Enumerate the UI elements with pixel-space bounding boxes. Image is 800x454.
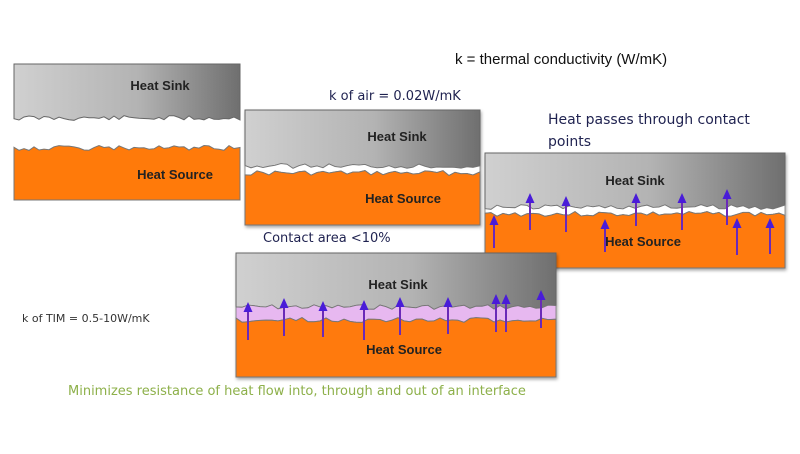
contact-area-annotation: Contact area <10%: [263, 231, 391, 246]
heat-flow-arrow: [561, 196, 571, 232]
heat-flow-arrow: [359, 300, 369, 340]
heat-source-label: Heat Source: [366, 342, 442, 357]
heat-flow-arrow: [765, 218, 775, 254]
heat-flow-arrow: [722, 189, 732, 225]
heat-flow-arrow: [279, 298, 289, 336]
contact-points-annotation: Heat passes through contact points: [548, 112, 750, 150]
heat-sink-label: Heat Sink: [367, 129, 427, 144]
heat-flow-arrow: [732, 218, 742, 255]
panel-tim: Heat Sink Heat Source: [235, 252, 557, 378]
heat-source-label: Heat Source: [365, 191, 441, 206]
heat-source-block: [484, 211, 786, 269]
tim-conductivity-label: k of TIM = 0.5-10W/mK: [22, 312, 150, 325]
heat-sink-label: Heat Sink: [605, 173, 665, 188]
panel-separated: Heat Sink Heat Source: [13, 63, 241, 201]
heat-flow-arrow: [600, 219, 610, 252]
panel-contact: Heat Sink Heat Source: [244, 109, 481, 226]
heat-source-block: [244, 170, 481, 226]
heat-flow-arrow: [443, 297, 453, 334]
heat-flow-arrow: [536, 290, 546, 328]
heat-flow-arrow: [501, 294, 511, 332]
heat-source-label: Heat Source: [137, 167, 213, 182]
heat-sink-label: Heat Sink: [368, 277, 428, 292]
heat-source-block: [235, 317, 557, 378]
heat-flow-arrow: [491, 294, 501, 332]
heat-source-label: Heat Source: [605, 234, 681, 249]
heat-sink-label: Heat Sink: [130, 78, 190, 93]
heat-flow-arrow: [489, 215, 499, 248]
heat-sink-block: [13, 63, 241, 121]
heat-source-block: [13, 144, 241, 201]
thermal-conductivity-definition: k = thermal conductivity (W/mK): [455, 51, 668, 68]
air-conductivity-label: k of air = 0.02W/mK: [329, 89, 461, 104]
diagram-caption: Minimizes resistance of heat flow into, …: [68, 384, 526, 399]
heat-flow-arrow: [525, 193, 535, 230]
heat-flow-arrow: [243, 302, 253, 340]
heat-flow-arrow: [318, 301, 328, 337]
panel-contact-flow: Heat Sink Heat Source: [484, 152, 786, 269]
heat-flow-arrow: [631, 193, 641, 226]
heat-sink-block: [244, 109, 481, 169]
heat-flow-arrow: [677, 193, 687, 230]
heat-flow-arrow: [395, 297, 405, 335]
